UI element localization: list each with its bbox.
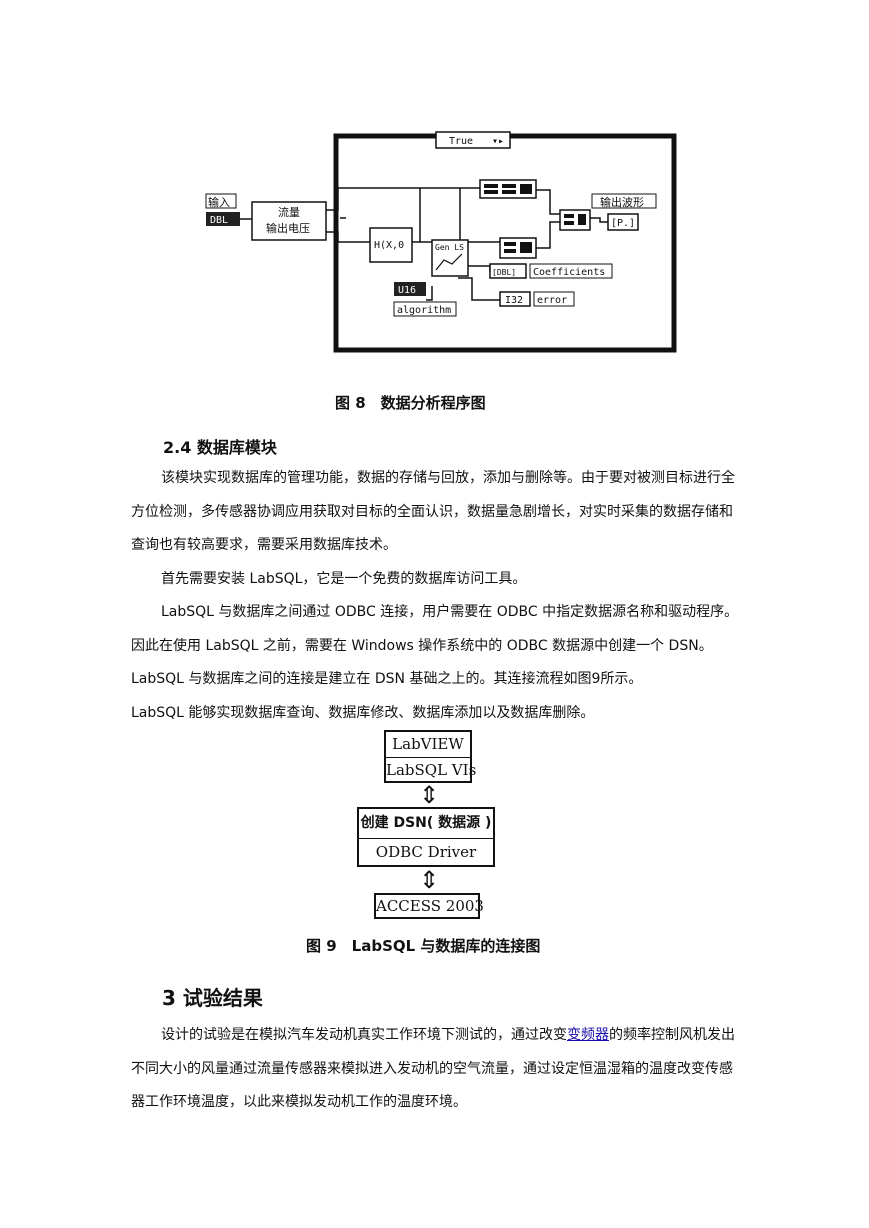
error-terminal-label: I32 bbox=[505, 295, 523, 306]
algorithm-label-box bbox=[393, 301, 457, 317]
figure-8-block-diagram: True ▾▸ 输入 DBL 流量 输出电压 bbox=[205, 131, 677, 353]
coefficients-label-box bbox=[529, 263, 613, 279]
algorithm-terminal[interactable] bbox=[394, 282, 426, 296]
labview-label: LabVIEW bbox=[386, 732, 470, 758]
coefficients-terminal[interactable] bbox=[489, 263, 527, 279]
case-selector-label: True bbox=[449, 136, 473, 147]
bundle-node-output bbox=[559, 209, 591, 231]
input-terminal[interactable] bbox=[206, 212, 240, 226]
section-3-text-before-link: 设计的试验是在模拟汽车发动机真实工作环境下测试的，通过改变 bbox=[161, 1027, 567, 1043]
figure-8-caption: 图 8 数据分析程序图 bbox=[335, 394, 486, 412]
section-2-4-paragraph-4: LabSQL 能够实现数据库查询、数据库修改、数据库添加以及数据库删除。 bbox=[131, 705, 595, 721]
section-2-4-paragraph-1: 该模块实现数据库的管理功能，数据的存储与回放，添加与删除等。由于要对被测目标进行… bbox=[131, 470, 735, 553]
bundle-node-top bbox=[479, 179, 537, 199]
error-label-box bbox=[533, 291, 575, 307]
case-selector[interactable] bbox=[435, 131, 511, 149]
section-3-paragraph-1: 设计的试验是在模拟汽车发动机真实工作环境下测试的，通过改变变频器的频率控制风机发… bbox=[131, 1019, 743, 1120]
error-label: error bbox=[537, 295, 567, 306]
access-2003-box: ACCESS 2003 bbox=[374, 893, 484, 919]
input-label: 输入 bbox=[208, 195, 230, 209]
double-arrow-icon: ⇕ bbox=[419, 866, 440, 894]
output-terminal-label: [P.] bbox=[611, 218, 635, 229]
output-label-box bbox=[591, 193, 657, 209]
access-2003-label: ACCESS 2003 bbox=[376, 897, 484, 915]
bundle-node-bottom bbox=[499, 237, 537, 259]
general-ls-fit-vi[interactable] bbox=[431, 239, 469, 277]
algorithm-terminal-label: U16 bbox=[398, 285, 416, 296]
error-terminal[interactable] bbox=[499, 291, 531, 307]
formula-node-label: H(X,0 bbox=[374, 240, 404, 251]
dsn-box: 创建 DSN( 数据源 ) ODBC Driver bbox=[357, 807, 495, 867]
flow-subvi[interactable] bbox=[251, 201, 327, 241]
section-2-4-paragraph-2: 首先需要安装 LabSQL，它是一个免费的数据库访问工具。 bbox=[161, 571, 527, 587]
algorithm-label: algorithm bbox=[397, 305, 451, 316]
create-dsn-label: 创建 DSN( 数据源 ) bbox=[359, 809, 493, 839]
flow-subvi-line2: 输出电压 bbox=[266, 221, 310, 235]
section-2-4-paragraph-3: LabSQL 与数据库之间通过 ODBC 连接，用户需要在 ODBC 中指定数据… bbox=[131, 604, 739, 687]
output-terminal[interactable] bbox=[607, 213, 639, 231]
section-2-4-heading: 2.4 数据库模块 bbox=[163, 438, 277, 457]
figure-9-caption: 图 9 LabSQL 与数据库的连接图 bbox=[306, 937, 541, 955]
case-selector-arrow-icon: ▾▸ bbox=[492, 136, 504, 147]
double-arrow-icon: ⇕ bbox=[419, 781, 440, 809]
formula-node[interactable] bbox=[369, 227, 413, 263]
output-label: 输出波形 bbox=[600, 195, 644, 209]
odbc-driver-label: ODBC Driver bbox=[375, 843, 477, 861]
section-3-heading: 3 试验结果 bbox=[162, 986, 263, 1010]
labview-box: LabVIEW LabSQL VIs bbox=[384, 730, 477, 783]
inverter-link[interactable]: 变频器 bbox=[567, 1027, 609, 1043]
section-3-text-after-link: 的频率控制风机发出不同大小的风量通过流量传感器来模拟进入发动机的空气流量，通过设… bbox=[131, 1027, 735, 1110]
input-label-box bbox=[205, 193, 237, 209]
labsql-vis-label: LabSQL VIs bbox=[386, 761, 477, 779]
coefficients-label: Coefficients bbox=[533, 267, 605, 278]
flow-subvi-line1: 流量 bbox=[278, 205, 300, 219]
coefficients-terminal-label: [DBL] bbox=[492, 268, 516, 277]
input-terminal-label: DBL bbox=[210, 215, 228, 226]
fit-curve-icon bbox=[435, 253, 463, 271]
general-ls-fit-label: Gen LS bbox=[435, 243, 464, 252]
